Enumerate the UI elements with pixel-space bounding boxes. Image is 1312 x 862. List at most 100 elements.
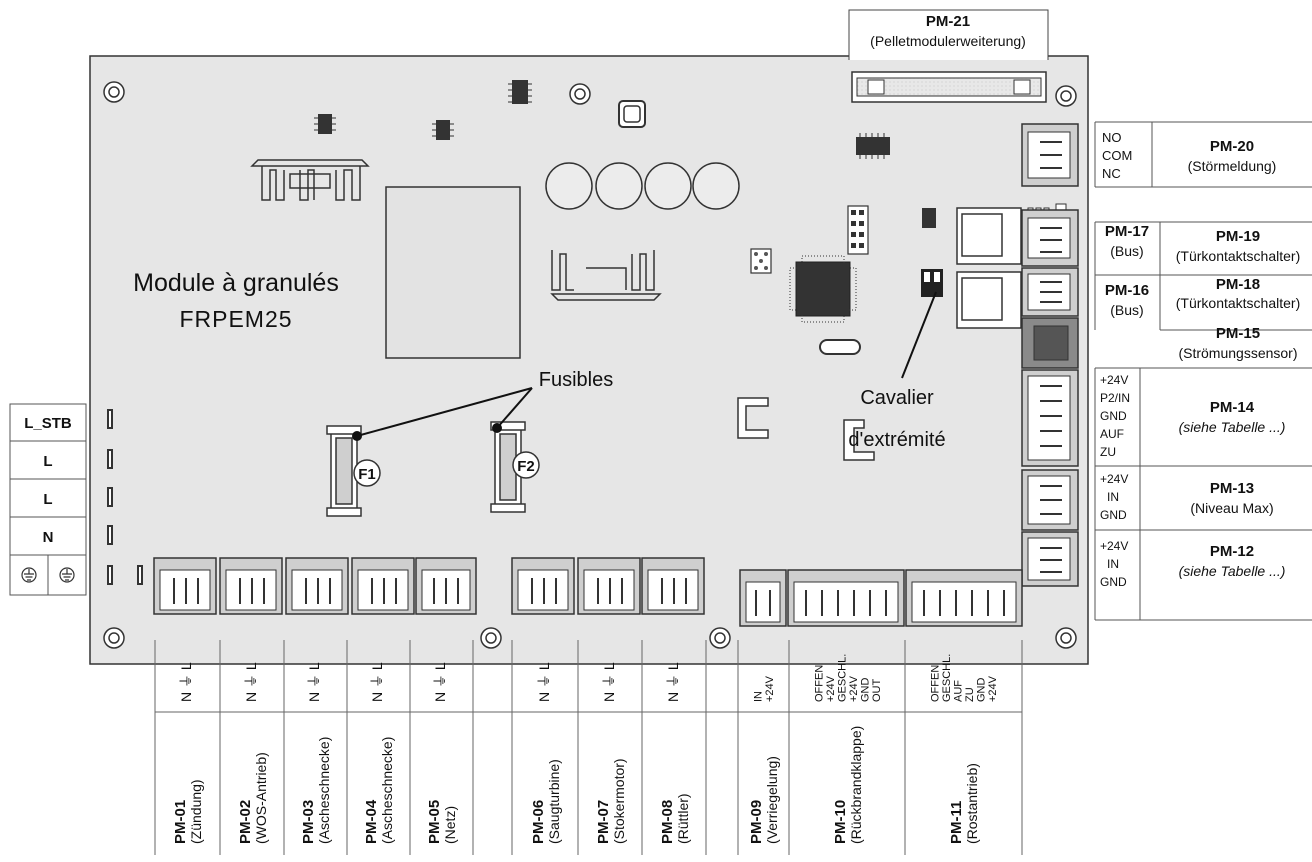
bottom-terminal-table (154, 640, 1023, 855)
terminator-label-line1: Cavalier (860, 387, 934, 409)
bottom-module-code: PM-05 (426, 800, 443, 844)
bottom-module-labels: PM-01(Zündung)PM-02(WOS-Antrieb)PM-03(As… (172, 726, 980, 844)
pm19-code: PM-19 (1216, 228, 1260, 245)
bottom-module-desc: (Rostantrieb) (964, 763, 980, 844)
pm20-desc: (Störmeldung) (1188, 158, 1277, 174)
pm14-pin: +24V (1100, 373, 1128, 387)
module-title: Module à granulés (133, 269, 339, 297)
pm13-pin: GND (1100, 508, 1127, 522)
fuses-label: Fusibles (539, 369, 613, 391)
bottom-module-code: PM-10 (832, 800, 849, 844)
left-terminal-lstb: L_STB (24, 415, 72, 432)
bottom-pin-label: +24V (848, 675, 860, 702)
bottom-module-desc: (Ascheschnecke) (316, 737, 332, 844)
bottom-pin-label: N ⏚ L (432, 662, 448, 702)
bottom-pin-label: N ⏚ L (601, 662, 617, 702)
pm13-pin: +24V (1100, 472, 1128, 486)
bottom-pin-label: N ⏚ L (306, 662, 322, 702)
bottom-module-desc: (Stokermotor) (611, 758, 627, 844)
bottom-module-code: PM-01 (172, 800, 189, 844)
pm15-desc: (Strömungssensor) (1178, 345, 1297, 361)
bottom-pin-label: GESCHL. (941, 654, 953, 702)
pm16-code: PM-16 (1105, 282, 1149, 299)
pm17-code: PM-17 (1105, 223, 1149, 240)
pm15-code: PM-15 (1216, 325, 1260, 342)
bottom-pin-label: N ⏚ L (536, 662, 552, 702)
left-terminal-l1: L (43, 453, 52, 470)
latch-clip (737, 397, 875, 461)
fuse-holder (326, 421, 526, 517)
pm13-desc: (Niveau Max) (1190, 500, 1273, 516)
pm12-desc: (siehe Tabelle ...) (1179, 563, 1286, 579)
pm12-code: PM-12 (1210, 543, 1254, 560)
bottom-pin-label: OFFEN (813, 665, 825, 702)
ic-chip (318, 80, 936, 228)
terminator-label-line2: d'extrémité (848, 429, 945, 451)
bottom-pin-label: GESCHL. (836, 654, 848, 702)
bottom-pin-label: N ⏚ L (178, 662, 194, 702)
microcontroller (795, 261, 851, 317)
bottom-module-code: PM-04 (363, 799, 380, 844)
pm14-pin: AUF (1100, 427, 1124, 441)
pm21-desc: (Pelletmodulerweiterung) (870, 33, 1026, 49)
transformer (385, 186, 521, 359)
pm14-pin: GND (1100, 409, 1127, 423)
mounting-hole (103, 81, 1077, 649)
bottom-pin-label: N ⏚ L (369, 662, 385, 702)
ground-icon (21, 567, 75, 583)
capacitor (545, 162, 740, 210)
bottom-pin-label: N ⏚ L (665, 662, 681, 702)
pm14-pin: ZU (1100, 445, 1116, 459)
pm21-code: PM-21 (926, 13, 970, 30)
bottom-module-desc: (Verriegelung) (764, 756, 780, 844)
fuse-f2-label: F2 (517, 458, 535, 475)
bottom-pin-label: GND (975, 678, 987, 703)
pm14-desc: (siehe Tabelle ...) (1179, 419, 1286, 435)
bottom-module-code: PM-09 (748, 800, 765, 844)
pm20-pin-no: NO (1102, 130, 1122, 145)
bottom-pin-label: AUF (952, 680, 964, 702)
pm14-code: PM-14 (1210, 399, 1255, 416)
bottom-module-code: PM-07 (595, 800, 612, 844)
bottom-module-code: PM-02 (237, 800, 254, 844)
pm12-pin: GND (1100, 575, 1127, 589)
bottom-module-desc: (Netz) (442, 806, 458, 844)
left-terminal-n: N (43, 529, 54, 546)
bottom-pin-label: IN (752, 691, 764, 702)
heatsink (250, 159, 662, 301)
bottom-pin-label: OFFEN (929, 665, 941, 702)
pm19-desc: (Türkontaktschalter) (1176, 248, 1300, 264)
pm20-pin-nc: NC (1102, 166, 1121, 181)
bottom-module-code: PM-08 (659, 800, 676, 844)
jumper-block (847, 205, 869, 255)
bottom-pin-label: ZU (964, 687, 976, 702)
left-terminal-l2: L (43, 491, 52, 508)
bottom-pin-label: +24V (764, 675, 776, 702)
pm20-pin-com: COM (1102, 148, 1132, 163)
pm17-desc: (Bus) (1110, 243, 1143, 259)
pm12-pin: +24V (1100, 539, 1128, 553)
rj-connector (956, 207, 1022, 329)
pm20-code: PM-20 (1210, 138, 1254, 155)
bottom-pin-label: GND (859, 678, 871, 703)
bottom-module-desc: (Zündung) (188, 779, 204, 844)
pm16-desc: (Bus) (1110, 302, 1143, 318)
inductor (618, 100, 646, 128)
pm13-pin: IN (1107, 490, 1119, 504)
bottom-module-desc: (WOS-Antrieb) (253, 752, 269, 844)
bottom-pin-label: +24V (987, 675, 999, 702)
fuse-f1-label: F1 (358, 466, 376, 483)
right-terminal-table (1094, 121, 1312, 621)
pm14-pin: P2/IN (1100, 391, 1130, 405)
bottom-module-desc: (Rüttler) (675, 793, 691, 844)
module-model: FRPEM25 (179, 306, 292, 332)
crystal (819, 339, 861, 355)
bottom-module-desc: (Ascheschnecke) (379, 737, 395, 844)
bottom-module-code: PM-11 (948, 801, 965, 844)
bottom-module-code: PM-06 (530, 800, 547, 844)
bottom-module-desc: (Saugturbine) (546, 759, 562, 844)
bottom-pin-labels: N ⏚ L N ⏚ L N ⏚ L N ⏚ L N ⏚ L N ⏚ L N ⏚ L N ⏚ L… (178, 654, 999, 702)
bottom-pin-label: N ⏚ L (243, 662, 259, 702)
fuse-f1-badge (353, 459, 381, 487)
